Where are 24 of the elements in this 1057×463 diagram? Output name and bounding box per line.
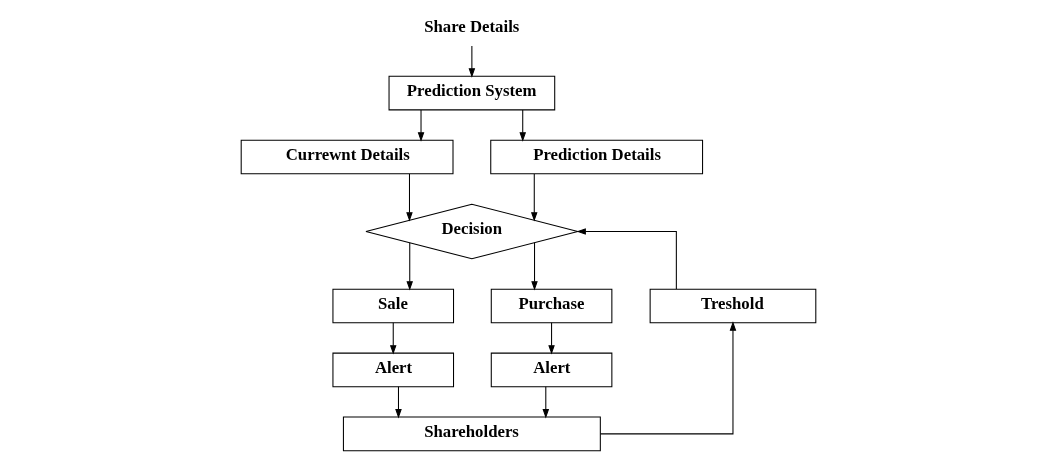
arrow (395, 386, 402, 419)
arrow (468, 45, 476, 78)
arrow (406, 173, 413, 222)
arrow (531, 242, 538, 291)
node-box: Alert (490, 352, 613, 388)
node-box: Currewnt Details (240, 139, 454, 175)
arrow (576, 228, 677, 290)
node-box: Treshold (649, 288, 817, 324)
arrow (542, 386, 550, 419)
arrow (417, 109, 425, 142)
node-diamond: Decision (365, 203, 579, 260)
arrow (530, 173, 538, 222)
node-box: Prediction Details (490, 139, 704, 175)
node-box: Prediction System (388, 75, 556, 111)
arrow (548, 322, 555, 355)
node-text: Share Details (424, 17, 520, 37)
arrow (406, 242, 414, 291)
arrow (600, 321, 737, 435)
node-box: Purchase (490, 288, 613, 324)
arrow (519, 109, 527, 142)
node-box: Alert (332, 352, 455, 388)
node-box: Sale (332, 288, 455, 324)
arrow (389, 322, 397, 355)
node-box: Shareholders (342, 416, 601, 452)
